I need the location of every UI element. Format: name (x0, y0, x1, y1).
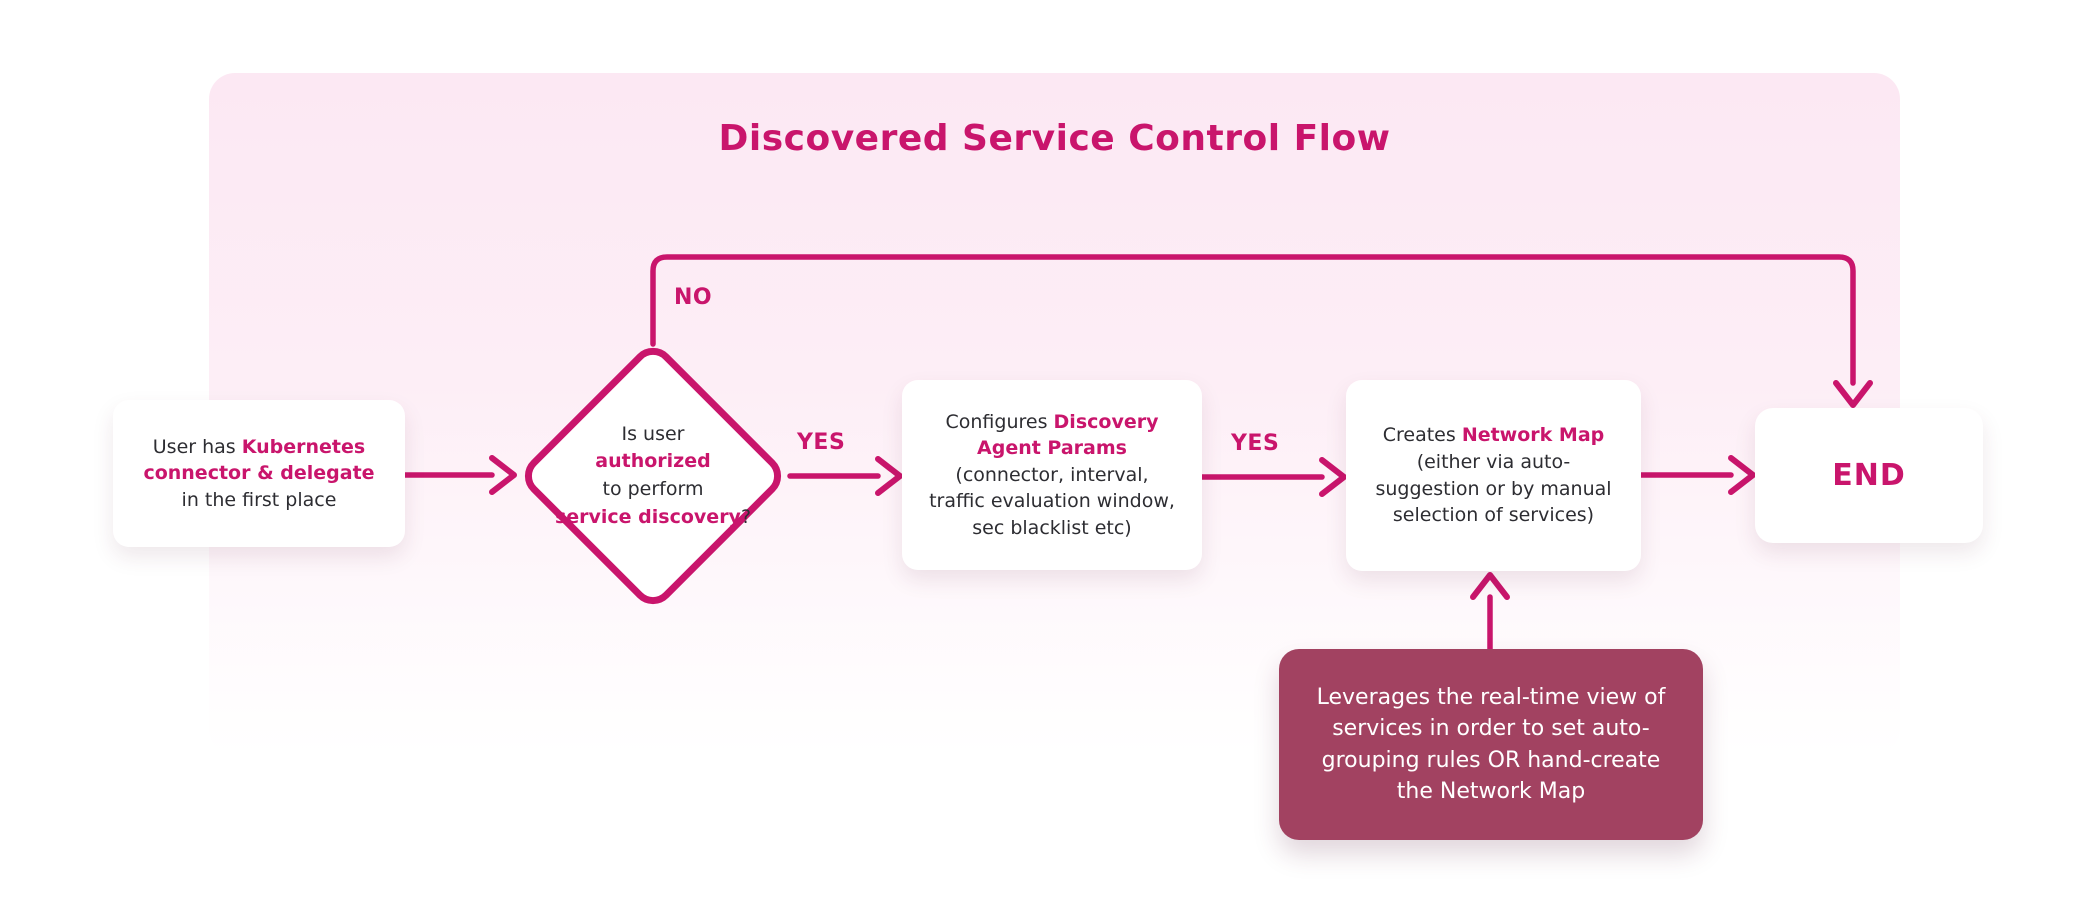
node-decision: Is user authorized to perform service di… (538, 408, 768, 544)
edge-label-no: NO (674, 285, 713, 310)
annotation-callout-text: Leverages the real-time view of services… (1316, 685, 1666, 804)
node-decision-text: Is user authorized to perform service di… (554, 422, 752, 528)
diagram-title: Discovered Service Control Flow (718, 118, 1391, 159)
node-end-label: END (1832, 458, 1906, 493)
edge-label-yes-1: YES (797, 430, 846, 455)
node-create-network-map-text: Creates Network Map (either via auto- su… (1375, 424, 1612, 527)
node-configure-params-text: Configures Discovery Agent Params (conne… (929, 410, 1175, 539)
arrowhead-decision-to-configure (875, 456, 903, 496)
arrowhead-networkmap-to-end (1728, 455, 1756, 495)
edge-label-yes-2: YES (1231, 431, 1280, 456)
node-start-text: User has Kubernetes connector & delegate… (143, 435, 375, 511)
edge-decision-to-end-no (650, 254, 1856, 386)
arrowhead-annotation-to-networkmap (1470, 572, 1510, 600)
arrowhead-decision-to-end-no (1833, 380, 1873, 408)
node-configure-params: Configures Discovery Agent Params (conne… (902, 380, 1202, 570)
node-end: END (1755, 408, 1983, 543)
arrowhead-configure-to-networkmap (1319, 457, 1347, 497)
annotation-callout: Leverages the real-time view of services… (1279, 649, 1703, 840)
node-create-network-map: Creates Network Map (either via auto- su… (1346, 380, 1641, 571)
arrowhead-start-to-decision (489, 455, 517, 495)
node-start: User has Kubernetes connector & delegate… (113, 400, 405, 547)
